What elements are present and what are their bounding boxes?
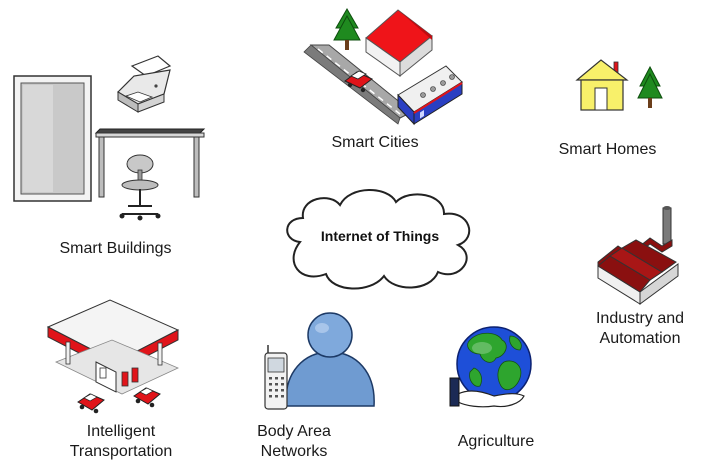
tree-icon xyxy=(637,65,663,108)
train-icon xyxy=(397,65,463,126)
smart-homes-text: Smart Homes xyxy=(558,141,657,158)
industry-label: Industry and Automation xyxy=(585,309,695,349)
car-icon xyxy=(133,387,161,408)
smart-buildings-label: Smart Buildings xyxy=(48,239,183,259)
center-label: Internet of Things xyxy=(310,228,450,244)
factory-icon xyxy=(597,206,679,305)
smart-cities-label: Smart Cities xyxy=(325,133,425,153)
house-icon xyxy=(575,59,663,111)
city-street-icon xyxy=(303,8,463,126)
center-label-text: Internet of Things xyxy=(320,228,440,244)
agriculture-label: Agriculture xyxy=(446,432,546,452)
smart-cities-text: Smart Cities xyxy=(331,134,419,151)
mobile-phone-icon xyxy=(264,345,288,410)
cloud-icon xyxy=(286,189,471,290)
tree-icon xyxy=(333,8,361,50)
body-area-label: Body Area Networks xyxy=(244,422,344,462)
printer-icon xyxy=(117,55,172,113)
body-area-label-line2: Networks xyxy=(260,443,328,460)
hand-icon xyxy=(449,377,525,408)
office-desk-icon xyxy=(13,55,206,221)
industry-label-line1: Industry and xyxy=(595,310,685,327)
car-icon xyxy=(77,393,105,414)
car-icon xyxy=(344,70,373,93)
person-phone-icon xyxy=(264,312,375,410)
smart-buildings-text: Smart Buildings xyxy=(59,240,172,257)
agriculture-text: Agriculture xyxy=(457,433,535,450)
chair-icon xyxy=(119,154,161,221)
transportation-label-line1: Intelligent xyxy=(86,423,156,440)
transportation-label-line2: Transportation xyxy=(69,443,173,460)
smart-homes-label: Smart Homes xyxy=(550,140,665,160)
transportation-label: Intelligent Transportation xyxy=(58,422,184,462)
industry-label-line2: Automation xyxy=(599,330,681,347)
body-area-label-line1: Body Area xyxy=(257,423,331,440)
globe-hand-icon xyxy=(449,326,532,408)
city-house-icon xyxy=(365,9,433,78)
gas-station-icon xyxy=(46,299,180,414)
